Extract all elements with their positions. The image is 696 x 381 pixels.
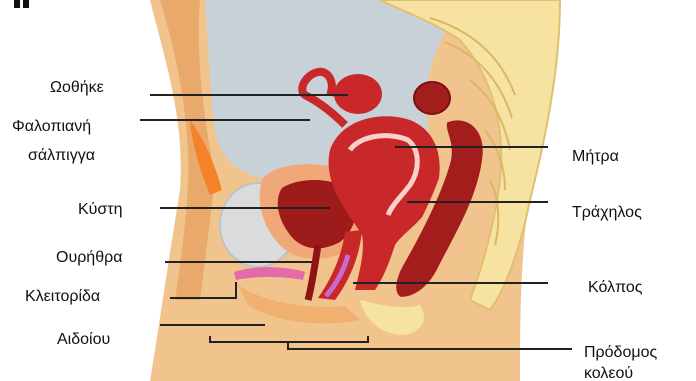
corner-mark-a	[14, 0, 20, 8]
label-clitoris: Κλειτορίδα	[25, 287, 100, 307]
label-vagina: Κόλπος	[588, 278, 643, 298]
label-urethra: Ουρήθρα	[56, 248, 122, 268]
label-vestibule-line1: Πρόδομος	[584, 343, 657, 363]
label-fallopian-line2: σάλπιγγα	[28, 146, 95, 166]
label-fallopian-line1: Φαλοπιανή	[12, 117, 91, 137]
ovary-back	[414, 82, 450, 114]
label-vestibule-line2: κολεού	[584, 364, 633, 381]
label-vulva: Αιδοίου	[57, 330, 110, 350]
label-bladder: Κύστη	[78, 200, 123, 220]
label-ovary: Ωοθήκε	[50, 78, 104, 98]
label-cervix: Τράχηλος	[572, 203, 642, 223]
label-uterus: Μήτρα	[572, 147, 619, 167]
corner-mark-b	[23, 0, 29, 8]
